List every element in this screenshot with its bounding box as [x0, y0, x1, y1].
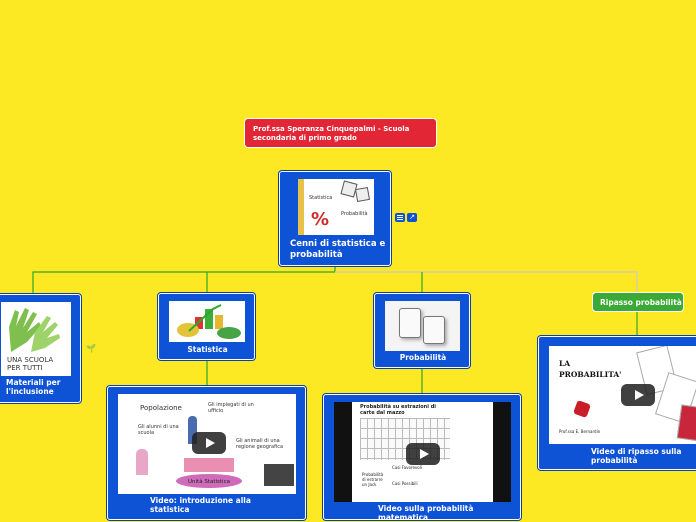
slide-casi-possibili: Casi Possibili	[392, 481, 418, 486]
author-note[interactable]: Prof.ssa Speranza Cinquepalmi - Scuola s…	[245, 119, 436, 147]
slide-title: Probabilità su estrazioni di carte dal m…	[360, 404, 436, 416]
slide-casi-favorevoli: Casi Favorevoli	[392, 465, 422, 470]
slide-prob-jack: Probabilità di estrarre un Jack	[362, 472, 384, 487]
ripasso-label: Ripasso probabilità	[600, 298, 682, 307]
dice-icon	[573, 400, 591, 418]
sprout-icon: 🌱	[86, 344, 96, 353]
intro-video-thumbnail: Popolazione Gli impiegati di un ufficio …	[118, 394, 296, 494]
central-title: Cenni di statistica e probabilità	[290, 239, 386, 260]
slide-author: Prof.ssa E. Bernardin	[559, 429, 601, 434]
attachment-icon[interactable]: ↗	[407, 213, 417, 222]
statistica-label: Statistica	[187, 345, 228, 354]
materiali-label: Materiali per l'inclusione	[6, 378, 61, 396]
slide-impiegati: Gli impiegati di un ufficio	[208, 402, 254, 414]
video-probabilita-matematica[interactable]: Probabilità su estrazioni di carte dal m…	[323, 394, 521, 522]
slide-popolazione: Popolazione	[140, 404, 182, 412]
play-icon[interactable]	[406, 443, 440, 465]
central-thumbnail: Statistica Probabilità %	[298, 179, 374, 235]
play-icon[interactable]	[621, 384, 655, 406]
branch-statistica[interactable]: Statistica	[158, 293, 255, 360]
slide-unita-statistica: Unità Statistica	[176, 474, 242, 488]
branch-materiali-inclusione[interactable]: UNA SCUOLA PER TUTTI Materiali per l'inc…	[0, 294, 81, 403]
video-introduzione-statistica[interactable]: Popolazione Gli impiegati di un ufficio …	[107, 386, 306, 520]
thumb-word-probabilita: Probabilità	[341, 211, 368, 217]
slide-alunni: Gli alunni di una scuola	[138, 424, 179, 436]
ripasso-video-thumbnail: LA PROBABILITA' Prof.ssa E. Bernardin	[549, 346, 696, 444]
ripasso-video-label: Video di ripasso sulla probabilità	[591, 447, 682, 465]
inclusione-thumbnail: UNA SCUOLA PER TUTTI	[1, 302, 71, 376]
branch-ripasso-probabilita[interactable]: Ripasso probabilità	[593, 293, 683, 311]
central-topic[interactable]: Statistica Probabilità % Cenni di statis…	[279, 171, 391, 266]
dice-icon	[423, 316, 445, 344]
inclusione-thumb-text: UNA SCUOLA PER TUTTI	[7, 356, 54, 372]
statistica-thumbnail	[169, 301, 245, 342]
slide-la-probabilita: LA PROBABILITA'	[559, 359, 622, 379]
probabilita-label: Probabilità	[399, 353, 447, 362]
video-ripasso-probabilita[interactable]: LA PROBABILITA' Prof.ssa E. Bernardin Vi…	[538, 336, 696, 470]
slide-animali: Gli animali di una regione geografica	[236, 438, 284, 450]
dice-icon	[399, 308, 421, 338]
branch-probabilita[interactable]: Probabilità	[374, 293, 470, 368]
thumb-word-statistica: Statistica	[309, 195, 333, 201]
probabilita-thumbnail	[385, 301, 460, 351]
play-icon[interactable]	[192, 432, 226, 454]
intro-video-label: Video: introduzione alla statistica	[150, 496, 251, 514]
probabilita-video-thumbnail: Probabilità su estrazioni di carte dal m…	[334, 402, 511, 502]
list-icon[interactable]	[395, 213, 405, 222]
probabilita-video-label: Video sulla probabilità matematica	[378, 504, 474, 522]
hands-icon	[9, 308, 60, 352]
author-note-text: Prof.ssa Speranza Cinquepalmi - Scuola s…	[253, 125, 410, 142]
dice-icon-2	[354, 186, 371, 203]
percent-icon: %	[311, 209, 330, 230]
